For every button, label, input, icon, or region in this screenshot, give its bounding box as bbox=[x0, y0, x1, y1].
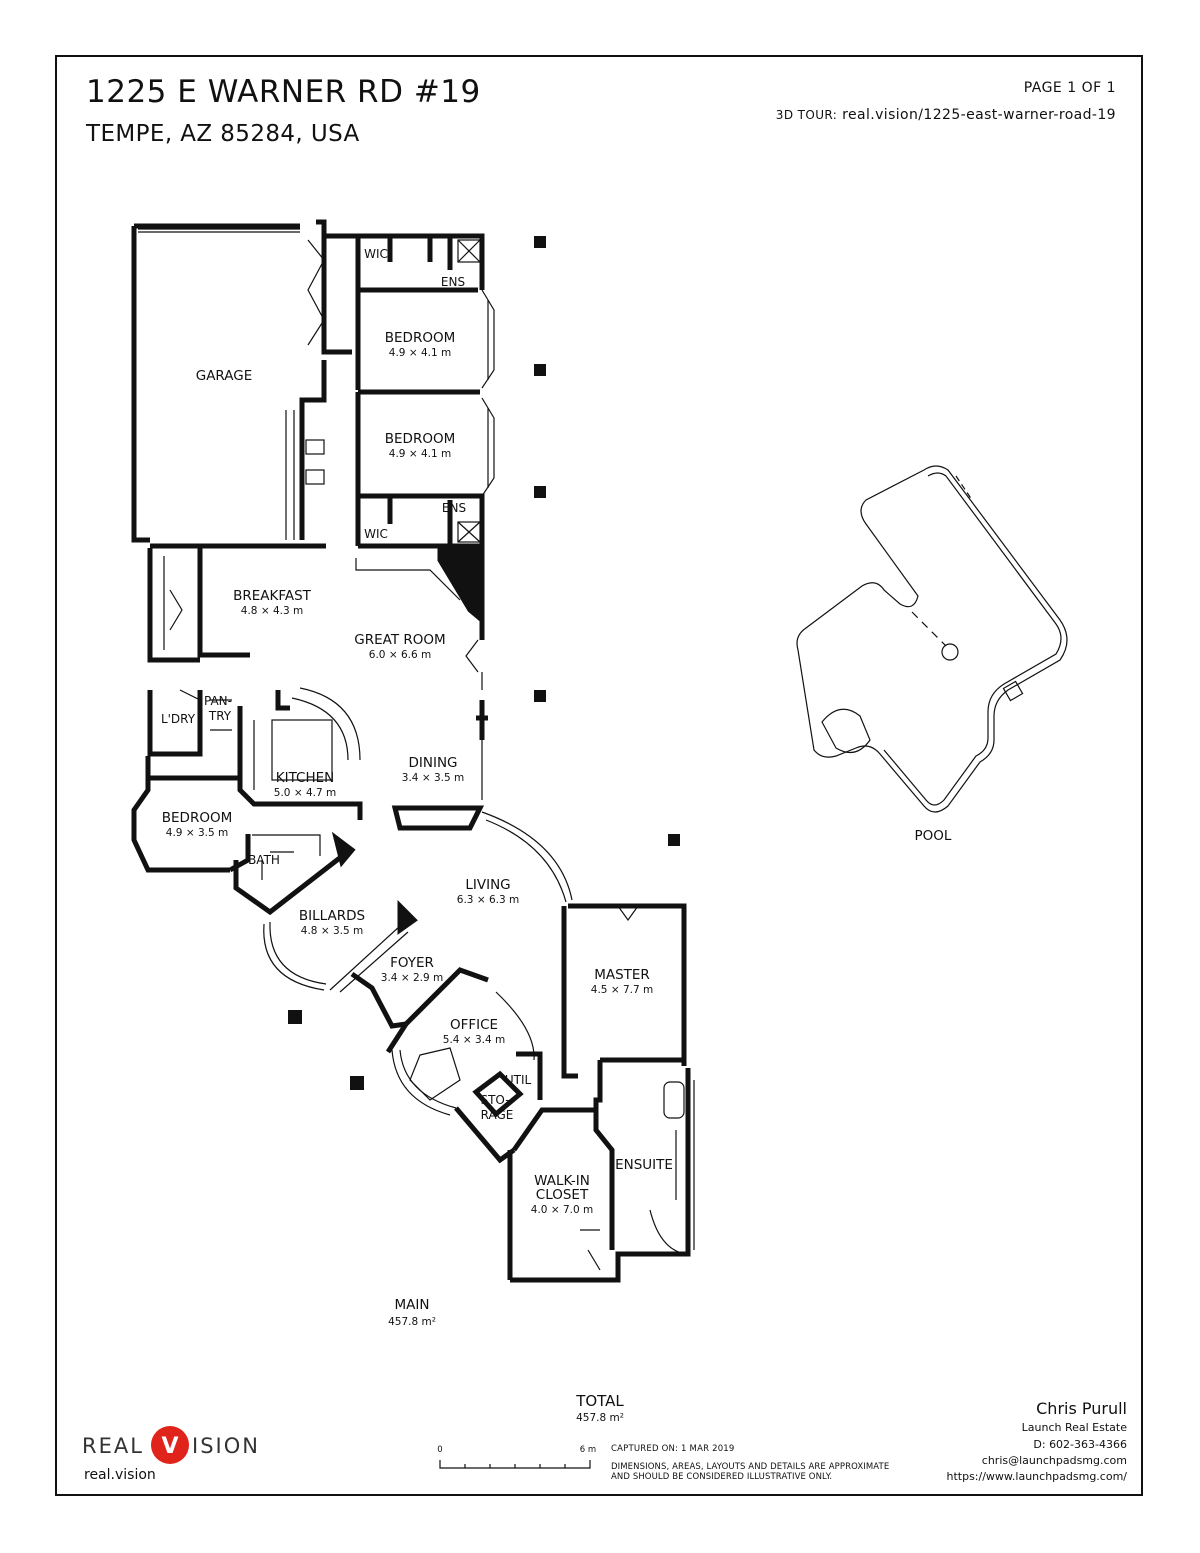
level-area: 457.8 m² bbox=[388, 1316, 436, 1328]
pool-outline bbox=[796, 465, 1068, 813]
agent-name: Chris Purull bbox=[1036, 1399, 1127, 1418]
great-room-dim: 6.0 × 6.6 m bbox=[369, 649, 431, 661]
garage-walls bbox=[131, 219, 358, 549]
pantry-label-2: TRY bbox=[208, 709, 232, 723]
ens-label-1: ENS bbox=[441, 275, 465, 289]
foyer-label: FOYER bbox=[390, 955, 434, 971]
logo-v: V bbox=[161, 1434, 178, 1459]
office-dim: 5.4 × 3.4 m bbox=[443, 1034, 505, 1046]
logo-right-text: ISION bbox=[192, 1434, 260, 1458]
exterior-columns bbox=[288, 236, 680, 1090]
property-address: 1225 E WARNER RD #19 bbox=[86, 74, 481, 110]
agent-company: Launch Real Estate bbox=[1021, 1421, 1127, 1434]
storage-label-1: STO- bbox=[480, 1093, 509, 1107]
real-vision-logo: REAL V ISION bbox=[82, 1422, 282, 1468]
laundry-label: L'DRY bbox=[161, 712, 196, 726]
master-walls bbox=[507, 903, 695, 1283]
bedroom-1-label: BEDROOM bbox=[385, 330, 455, 346]
agent-phone[interactable]: D: 602-363-4366 bbox=[1033, 1438, 1127, 1451]
dining-label: DINING bbox=[408, 755, 457, 771]
billards-dim: 4.8 × 3.5 m bbox=[301, 925, 363, 937]
total-area: 457.8 m² bbox=[576, 1412, 624, 1424]
tour-url[interactable]: real.vision/1225-east-warner-road-19 bbox=[842, 107, 1116, 123]
level-name: MAIN bbox=[395, 1297, 430, 1313]
kitchen-dim: 5.0 × 4.7 m bbox=[274, 787, 336, 799]
bath-label: BATH bbox=[248, 853, 280, 867]
foyer-dim: 3.4 × 2.9 m bbox=[381, 972, 443, 984]
total-label: TOTAL bbox=[576, 1392, 624, 1410]
disclaimer: DIMENSIONS, AREAS, LAYOUTS AND DETAILS A… bbox=[611, 1462, 890, 1482]
breakfast-dim: 4.8 × 4.3 m bbox=[241, 605, 303, 617]
tour-link[interactable]: 3D TOUR: real.vision/1225-east-warner-ro… bbox=[776, 107, 1116, 123]
billards-label: BILLARDS bbox=[299, 908, 365, 924]
living-label: LIVING bbox=[465, 877, 510, 893]
ens-label-2: ENS bbox=[442, 501, 466, 515]
walkin-dim: 4.0 × 7.0 m bbox=[531, 1204, 593, 1216]
west-wing-walls bbox=[131, 756, 418, 993]
office-label: OFFICE bbox=[450, 1017, 498, 1033]
wic-label-2: WIC bbox=[364, 527, 388, 541]
agent-website[interactable]: https://www.launchpadsmg.com/ bbox=[946, 1470, 1128, 1483]
pool-label: POOL bbox=[915, 828, 952, 844]
scale-bar: 0 6 m bbox=[437, 1445, 596, 1469]
bedroom-2-dim: 4.9 × 4.1 m bbox=[389, 448, 451, 460]
north-wing-walls bbox=[355, 233, 495, 626]
page-indicator: PAGE 1 OF 1 bbox=[1023, 80, 1116, 96]
great-room-label: GREAT ROOM bbox=[354, 632, 445, 648]
bedroom-3-dim: 4.9 × 3.5 m bbox=[166, 827, 228, 839]
scale-end: 6 m bbox=[580, 1445, 596, 1455]
brand-site[interactable]: real.vision bbox=[84, 1467, 156, 1483]
wic-label-1: WIC bbox=[364, 247, 388, 261]
property-city: TEMPE, AZ 85284, USA bbox=[86, 121, 360, 147]
master-label: MASTER bbox=[594, 967, 650, 983]
pantry-label-1: PAN- bbox=[204, 694, 232, 708]
captured-date: CAPTURED ON: 1 MAR 2019 bbox=[611, 1444, 735, 1454]
breakfast-label: BREAKFAST bbox=[233, 588, 312, 604]
south-walls bbox=[350, 811, 573, 1164]
kitchen-label: KITCHEN bbox=[276, 770, 335, 786]
page-frame bbox=[55, 55, 1143, 1496]
walkin-label-2: CLOSET bbox=[536, 1187, 589, 1203]
agent-email[interactable]: chris@launchpadsmg.com bbox=[981, 1454, 1127, 1467]
garage-label: GARAGE bbox=[196, 368, 253, 384]
bedroom-3-label: BEDROOM bbox=[162, 810, 232, 826]
central-walls bbox=[147, 548, 488, 831]
bedroom-1-dim: 4.9 × 4.1 m bbox=[389, 347, 451, 359]
util-label: UTIL bbox=[505, 1073, 532, 1087]
dining-dim: 3.4 × 3.5 m bbox=[402, 772, 464, 784]
logo-circle bbox=[151, 1426, 189, 1464]
living-dim: 6.3 × 6.3 m bbox=[457, 894, 519, 906]
logo-left-text: REAL bbox=[82, 1434, 144, 1458]
tour-label: 3D TOUR: bbox=[775, 108, 838, 122]
master-dim: 4.5 × 7.7 m bbox=[591, 984, 653, 996]
storage-label-2: RAGE bbox=[481, 1108, 514, 1122]
bedroom-2-label: BEDROOM bbox=[385, 431, 455, 447]
ensuite-label: ENSUITE bbox=[615, 1157, 673, 1173]
walkin-label-1: WALK-IN bbox=[534, 1173, 590, 1189]
scale-start: 0 bbox=[437, 1445, 442, 1455]
